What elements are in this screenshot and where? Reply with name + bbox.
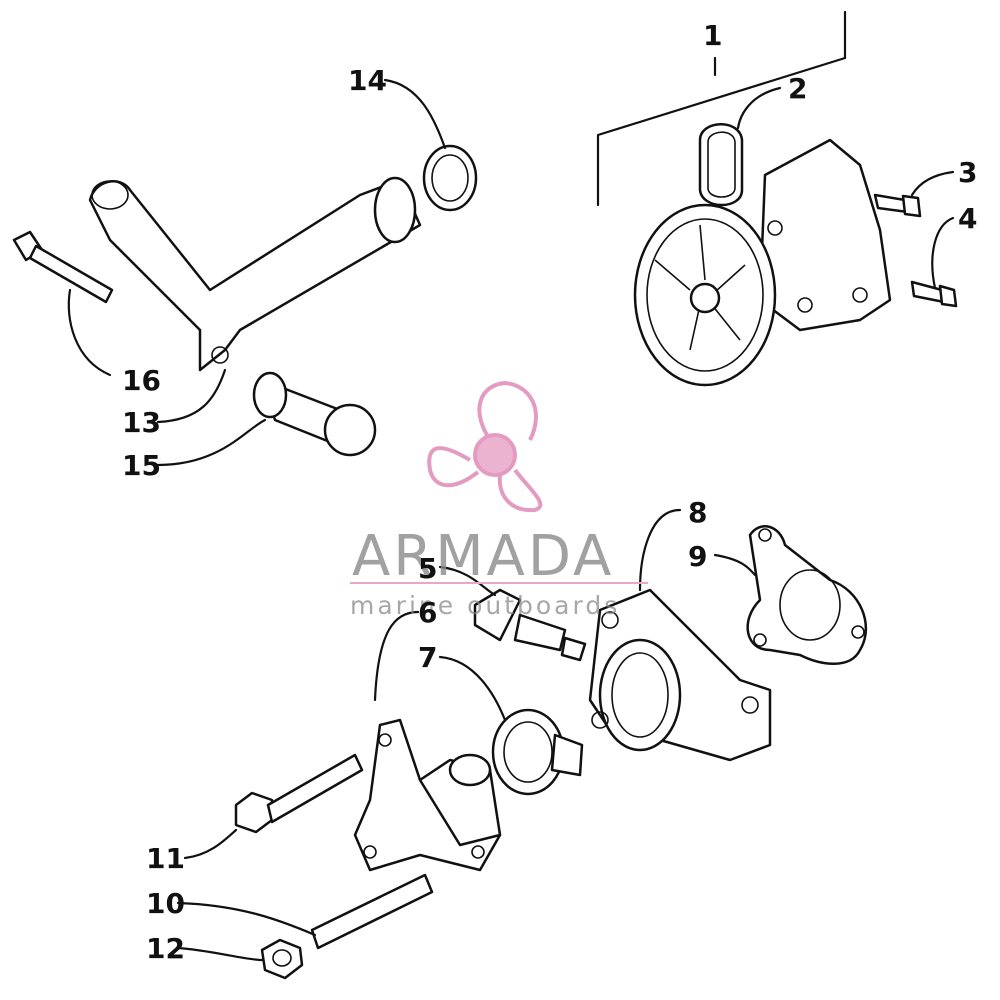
callout-3: 3 [958, 156, 977, 189]
bolt-part-16 [12, 230, 114, 304]
sensor-part-5 [473, 588, 587, 662]
callout-15: 15 [122, 449, 161, 482]
nut-part-12 [260, 938, 304, 980]
o-ring-part-14 [422, 144, 478, 212]
callout-12: 12 [146, 932, 185, 965]
callout-1: 1 [703, 19, 722, 52]
bolt-part-11 [234, 753, 364, 834]
thermostat-housing-part-8 [588, 588, 772, 762]
bolt-part-4 [910, 280, 958, 308]
callout-9: 9 [688, 540, 707, 573]
hose-part-15 [252, 371, 377, 457]
callout-4: 4 [958, 202, 977, 235]
callout-16: 16 [122, 364, 161, 397]
watermark-brand: ARMADA [352, 524, 614, 589]
gasket-part-9 [746, 525, 868, 665]
bracket-part-1 [596, 10, 847, 207]
callout-13: 13 [122, 406, 161, 439]
callout-6: 6 [418, 596, 437, 629]
stud-part-10 [310, 873, 434, 950]
callout-2: 2 [788, 72, 807, 105]
callout-10: 10 [146, 887, 185, 920]
callout-5: 5 [418, 552, 437, 585]
leader-lines [67, 78, 955, 962]
callout-11: 11 [146, 842, 185, 875]
water-pipe-part-13 [88, 176, 422, 372]
thermostat-part-7 [491, 708, 584, 796]
bolt-part-3 [873, 193, 922, 218]
callout-14: 14 [348, 64, 387, 97]
watermark-tagline: marine outboards [350, 591, 620, 620]
callout-7: 7 [418, 641, 437, 674]
water-pump-part-1 [633, 138, 892, 387]
gasket-part-2 [698, 123, 744, 207]
propeller-logo-icon [427, 380, 543, 513]
callout-8: 8 [688, 496, 707, 529]
thermostat-cover-part-6 [353, 718, 502, 872]
